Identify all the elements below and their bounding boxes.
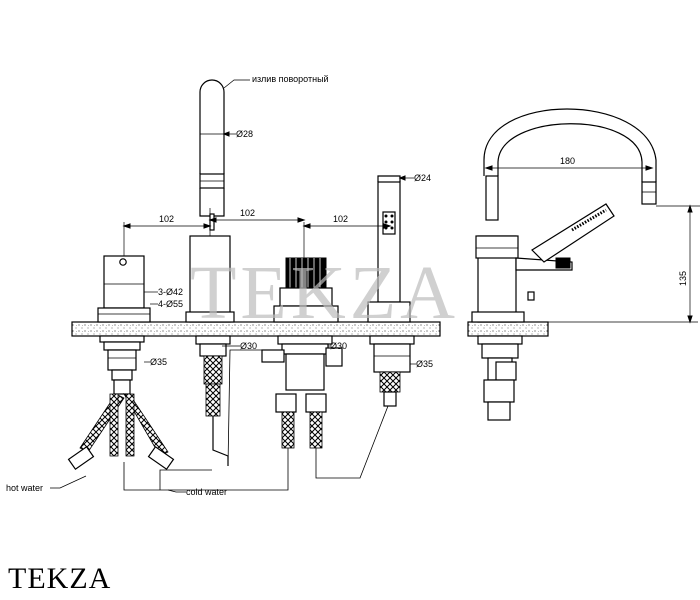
dimension-102-row (122, 208, 392, 258)
dimension-d42-d55 (144, 291, 158, 305)
label-d30-b: Ø30 (330, 341, 347, 351)
dimension-diameters-under (144, 345, 416, 365)
water-lines (123, 349, 389, 491)
label-d35-left: Ø35 (150, 357, 167, 367)
label-102-a: 102 (159, 214, 174, 224)
hand-shower-front (367, 175, 415, 407)
label-d24: Ø24 (414, 173, 431, 183)
label-d28: Ø28 (236, 129, 253, 139)
brand-logo-text: TEKZA (8, 562, 112, 595)
label-d35-right: Ø35 (416, 359, 433, 369)
label-hot-water: hot water (6, 483, 43, 493)
label-d42: 3-Ø42 (158, 287, 183, 297)
label-d55: 4-Ø55 (158, 299, 183, 309)
callout-leaders (50, 475, 186, 493)
label-180: 180 (560, 156, 575, 166)
spout-front (185, 79, 235, 417)
label-spout-note: излив поворотный (252, 74, 329, 84)
watermark: TEKZA (190, 251, 459, 335)
diverter-center (261, 257, 343, 449)
label-102-c: 102 (333, 214, 348, 224)
countertop-front (71, 321, 441, 337)
side-view (471, 108, 657, 421)
countertop-side (467, 321, 549, 337)
label-cold-water: cold water (186, 487, 227, 497)
dimension-d24 (398, 175, 414, 181)
label-d30-a: Ø30 (240, 341, 257, 351)
dimension-135 (548, 204, 700, 324)
hot-cold-hoses-left (67, 393, 175, 471)
dimension-180 (484, 165, 654, 171)
label-102-b: 102 (240, 208, 255, 218)
dimension-d28 (200, 131, 236, 137)
dimension-spout-note (223, 79, 250, 89)
mixer-handle-front (97, 255, 151, 395)
label-135: 135 (678, 271, 688, 286)
